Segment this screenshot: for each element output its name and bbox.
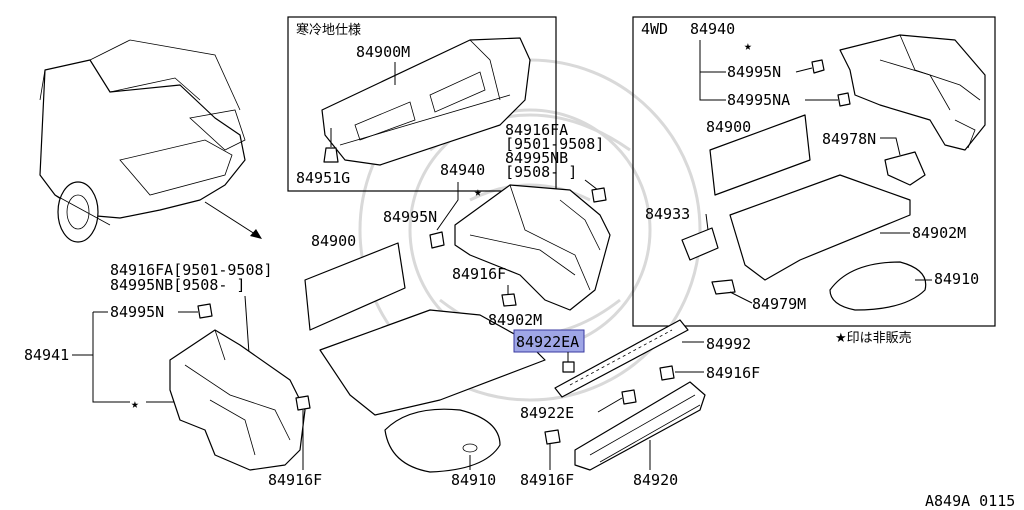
figure-code: A849A 0115 <box>925 492 1015 510</box>
part-84900-center-label: 84900 <box>311 232 356 250</box>
floor-mat-84902m-4wd <box>729 174 911 281</box>
clip-84979m-4wd <box>711 279 736 295</box>
clip-84916f-bottom <box>544 429 561 445</box>
floor-board-84900-center <box>304 242 406 331</box>
part-84922e-label: 84922E <box>520 404 574 422</box>
part-84910-4wd-label: 84910 <box>934 270 979 288</box>
clip-84995n-left <box>197 303 213 319</box>
part-84916f-left-label: 84916F <box>268 471 322 489</box>
part-84995n-left-label: 84995N <box>110 303 164 321</box>
non-sale-star-icon: ★ <box>744 39 752 54</box>
block-84933-4wd <box>681 227 719 261</box>
non-sale-legend: ★印は非販売 <box>835 330 912 346</box>
part-84916f-center-label: 84916F <box>452 265 506 283</box>
part-84916f-right-label: 84916F <box>706 364 760 382</box>
rear-panel-finisher-84920 <box>574 381 706 471</box>
date-range-9501-9508-label: [9501-9508] <box>505 135 604 153</box>
cover-84910-center <box>384 408 501 473</box>
car-rear-view <box>39 39 262 243</box>
clip-84916f-right <box>659 365 675 381</box>
part-84900m-label: 84900M <box>356 43 410 61</box>
part-84995n-4wd-label: 84995N <box>727 63 781 81</box>
part-84902m-4wd-label: 84902M <box>912 224 966 242</box>
part-84978n-4wd-label: 84978N <box>822 130 876 148</box>
side-trim-84940-4wd <box>839 34 986 151</box>
part-84992-label: 84992 <box>706 335 751 353</box>
side-trim-84940-center <box>454 184 611 311</box>
clip-84995n-center <box>429 231 445 249</box>
inset-4wd-box <box>632 16 996 327</box>
clip-84995na-4wd <box>837 92 851 107</box>
clip-84916fa-center <box>591 187 607 203</box>
4wd-spec-label: 4WD <box>641 20 668 38</box>
non-sale-star-icon: ★ <box>131 397 139 412</box>
trunk-sill-plate-84992 <box>554 319 689 398</box>
clip-84916f-center <box>501 293 517 307</box>
part-84979m-4wd-label: 84979M <box>752 295 806 313</box>
part-84940-4wd-label: 84940 <box>690 20 735 38</box>
clip-84995n-4wd <box>811 59 825 74</box>
clip-84951g <box>323 128 339 163</box>
part-84920-label: 84920 <box>633 471 678 489</box>
inset-cold-climate-box <box>287 16 557 192</box>
non-sale-star-icon: ★ <box>474 185 482 200</box>
floor-board-84900-4wd <box>709 114 811 196</box>
cover-84910-4wd <box>829 261 927 311</box>
clip-84916f-left <box>295 395 311 411</box>
part-84902m-center-label: 84902M <box>488 311 542 329</box>
part-84933-4wd-label: 84933 <box>645 205 690 223</box>
clip-84922ea <box>562 361 575 373</box>
highlighted-part-84922ea[interactable] <box>513 329 585 353</box>
floor-mat-84902m-center <box>319 309 546 416</box>
part-84916fa-left-label: 84916FA[9501-9508] <box>110 261 273 279</box>
side-trim-84941 <box>169 329 306 471</box>
part-84922ea-label: 84922EA <box>516 333 579 351</box>
part-84995nb-center-label: 84995NB <box>505 149 568 167</box>
part-84916f-bottom-label: 84916F <box>520 471 574 489</box>
part-84995nb-left-label: 84995NB[9508- ] <box>110 276 245 294</box>
part-84951g-label: 84951G <box>296 169 350 187</box>
part-84916fa-center-label: 84916FA <box>505 121 568 139</box>
part-84995n-center-label: 84995N <box>383 208 437 226</box>
date-range-9508-label: [9508- ] <box>505 163 577 181</box>
part-84900-4wd-label: 84900 <box>706 118 751 136</box>
cover-84978n-4wd <box>884 151 926 186</box>
cold-climate-spec-label: 寒冷地仕様 <box>296 22 361 38</box>
clip-84922e <box>621 389 637 405</box>
trunk-lid-finisher <box>321 37 531 166</box>
part-84940-center-label: 84940 <box>440 161 485 179</box>
part-84995na-4wd-label: 84995NA <box>727 91 790 109</box>
part-84941-label: 84941 <box>24 346 69 364</box>
part-84910-center-label: 84910 <box>451 471 496 489</box>
